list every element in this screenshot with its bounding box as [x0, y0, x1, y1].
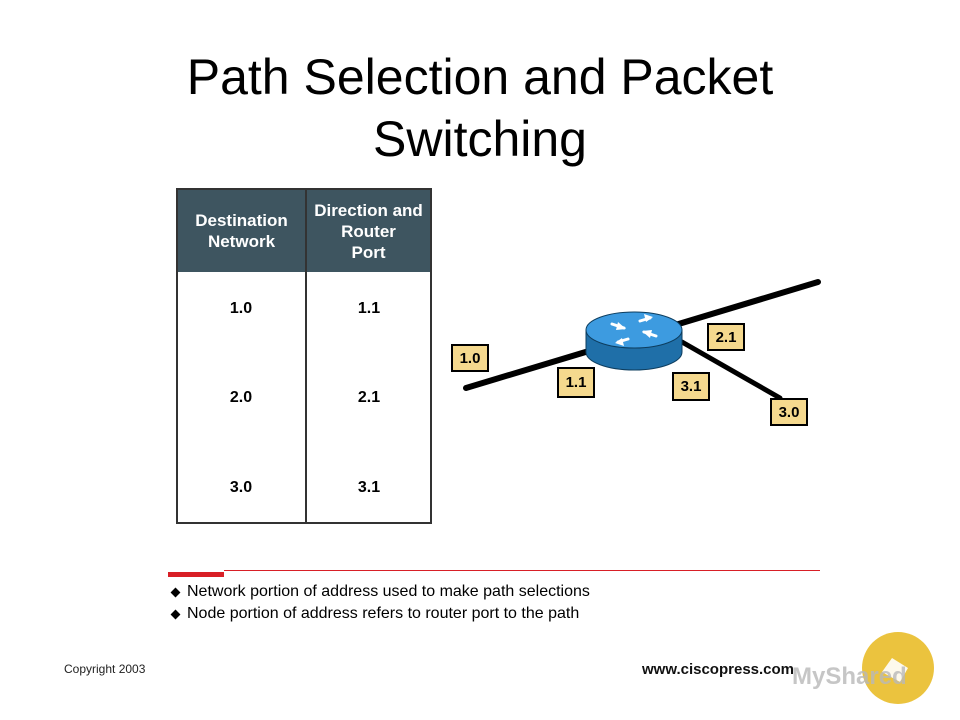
diamond-bullet-icon [170, 587, 181, 597]
cell-port: 1.1 [357, 300, 381, 317]
header-direction-router-port: Direction and Router Port [314, 200, 423, 262]
page-title: Path Selection and Packet Switching [0, 46, 960, 170]
port-label-3-1: 3.1 [672, 372, 710, 401]
routing-table: Destination Network Direction and Router… [176, 188, 432, 524]
port-label-2-1: 2.1 [707, 323, 745, 351]
cell-destination: 2.0 [229, 389, 253, 406]
bullet-text: Node portion of address refers to router… [187, 605, 580, 622]
bullet-item: Network portion of address used to make … [170, 582, 590, 602]
bullet-text: Network portion of address used to make … [187, 583, 590, 600]
bullet-item: Node portion of address refers to router… [170, 604, 579, 624]
cell-port: 2.1 [357, 389, 381, 406]
port-label-1-1: 1.1 [557, 367, 595, 398]
divider-line [224, 570, 820, 571]
watermark-text: MyShared [792, 663, 907, 690]
watermark-logo: MyShared [792, 632, 934, 704]
copyright-text: Copyright 2003 [64, 662, 146, 676]
header-destination-network: Destination Network [195, 211, 288, 251]
column-divider [305, 190, 307, 522]
network-label-3-0: 3.0 [770, 398, 808, 426]
network-link-3 [679, 339, 783, 401]
table-header [178, 190, 430, 272]
cell-port: 3.1 [357, 479, 381, 496]
publisher-url[interactable]: www.ciscopress.com [642, 661, 795, 678]
cell-destination: 3.0 [229, 479, 253, 496]
router-icon [585, 311, 683, 371]
accent-bar [168, 572, 224, 577]
title-line: Path Selection and Packet Switching [186, 49, 774, 167]
network-label-1-0: 1.0 [451, 344, 489, 372]
cell-destination: 1.0 [229, 300, 253, 317]
diamond-bullet-icon [170, 609, 181, 619]
watermark-pencil-icon [882, 658, 908, 682]
